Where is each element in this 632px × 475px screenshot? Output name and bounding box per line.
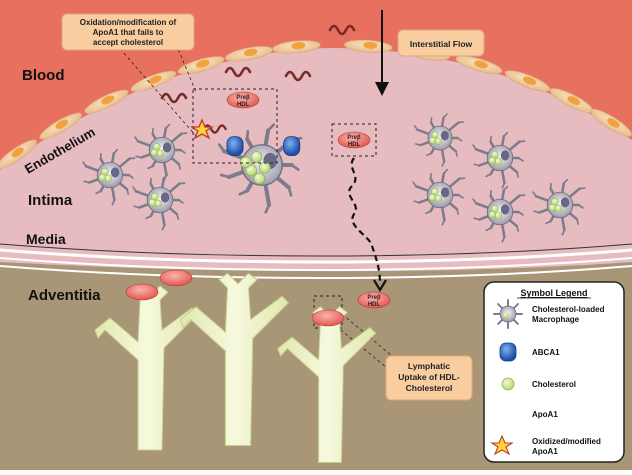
cholesterol-droplet	[259, 162, 270, 173]
oxidation-callout-line1: Oxidation/modification of	[80, 18, 177, 27]
region-label-intima: Intima	[28, 192, 73, 209]
abca1-transporter	[284, 137, 300, 156]
hdl-label-line1: Preβ	[236, 95, 250, 101]
legend-item-label: Cholesterol-loaded	[532, 305, 605, 314]
region-label-media: Media	[26, 231, 66, 247]
lymphatic-callout-line1: Lymphatic	[408, 361, 450, 371]
cholesterol-droplet	[240, 157, 251, 168]
legend-item-label: ABCA1	[532, 348, 560, 357]
lymphatic-callout-line2: Uptake of HDL-	[398, 372, 460, 382]
macrophage-icon	[494, 300, 522, 328]
legend-item-label: Oxidized/modified	[532, 437, 601, 446]
hdl-label-line2: HDL	[237, 102, 250, 108]
legend-item: ApoA1	[532, 410, 558, 419]
abca1-icon	[500, 343, 516, 361]
cholesterol-droplet	[155, 200, 162, 207]
region-label-adventitia: Adventitia	[28, 287, 101, 304]
oxidation-callout: Oxidation/modification of ApoA1 that fai…	[62, 14, 194, 50]
cholesterol-droplet	[251, 152, 262, 163]
pre-beta-hdl-particle	[126, 284, 158, 300]
cholesterol-droplet	[105, 175, 112, 182]
hdl-label-line1: Preβ	[347, 135, 361, 141]
oxidation-callout-line2: ApoA1 that fails to	[93, 28, 164, 37]
hdl-label-line2: HDL	[348, 142, 361, 148]
cholesterol-droplet	[489, 157, 496, 164]
cholesterol-droplet	[429, 194, 436, 201]
symbol-legend: Symbol Legend Cholesterol-loadedMacropha…	[484, 282, 624, 462]
region-label-blood: Blood	[22, 67, 65, 84]
cholesterol-droplet	[151, 149, 158, 156]
legend-item-label: Macrophage	[532, 315, 580, 324]
cholesterol-droplet	[254, 173, 265, 184]
legend-title: Symbol Legend	[520, 288, 587, 298]
cholesterol-droplet	[435, 138, 441, 144]
hdl-label-line2: HDL	[368, 302, 381, 308]
interstitial-flow-callout: Interstitial Flow	[398, 30, 484, 56]
abca1-transporter	[227, 137, 243, 156]
pre-beta-hdl-particle	[312, 310, 344, 326]
legend-item-label: ApoA1	[532, 410, 558, 419]
cholesterol-droplet	[549, 204, 556, 211]
pre-beta-hdl-particle	[160, 270, 192, 286]
legend-item-label: ApoA1	[532, 447, 558, 456]
cholesterol-droplet	[157, 150, 164, 157]
cholesterol-droplet	[435, 195, 442, 202]
cholesterol-droplet	[555, 205, 562, 212]
cholesterol-droplet	[99, 174, 106, 181]
cholesterol-droplet	[489, 211, 496, 218]
cholesterol-droplet	[495, 212, 502, 219]
oxidation-callout-line3: accept cholesterol	[93, 38, 163, 47]
lymphatic-callout: Lymphatic Uptake of HDL- Cholesterol	[386, 356, 472, 400]
cholesterol-droplet	[495, 158, 502, 165]
legend-item-label: Cholesterol	[532, 380, 576, 389]
hdl-label-line1: Preβ	[367, 295, 381, 301]
cholesterol-icon	[502, 378, 514, 390]
cholesterol-droplet	[149, 199, 156, 206]
lymphatic-callout-line3: Cholesterol	[406, 383, 453, 393]
interstitial-flow-label: Interstitial Flow	[410, 39, 473, 49]
cholesterol-droplet	[430, 137, 436, 143]
